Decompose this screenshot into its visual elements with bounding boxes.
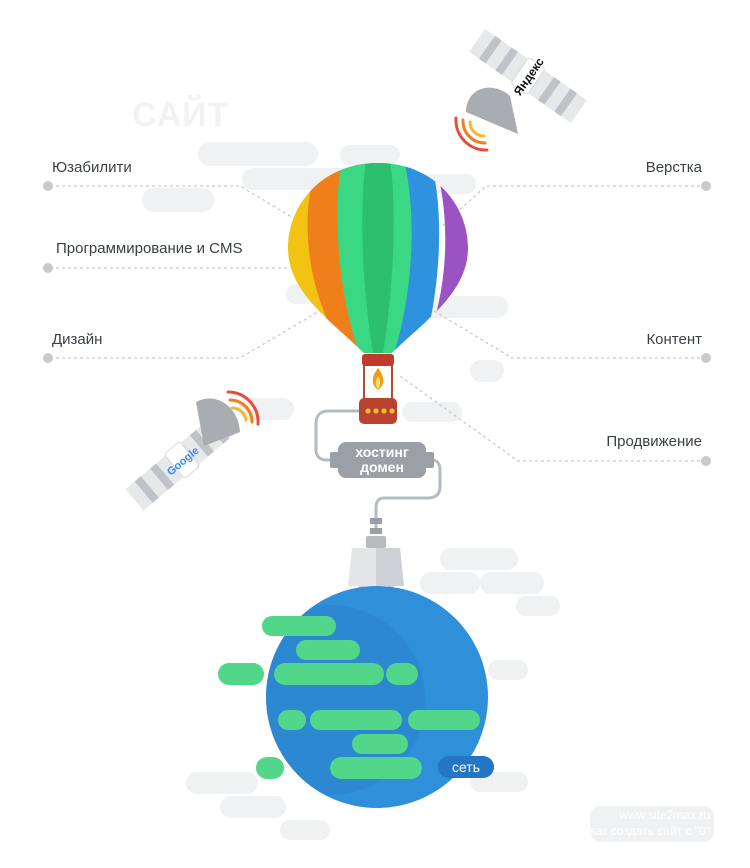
footer-url: www.site2max.ru (619, 808, 710, 822)
site-title: САЙТ (132, 96, 230, 134)
label-usability: Юзабилити (52, 159, 132, 176)
network-label: сеть (452, 759, 480, 775)
google-signal-icon (226, 390, 260, 426)
hosting-label-line1: хостинг (355, 444, 409, 460)
yandex-signal-icon (454, 116, 489, 152)
label-content: Контент (646, 331, 702, 348)
connector-dots (43, 181, 711, 466)
label-markup: Верстка (645, 159, 702, 176)
earth-globe (218, 586, 494, 808)
yandex-satellite (469, 28, 587, 124)
background-clouds (142, 142, 714, 842)
hosting-label-line2: домен (360, 459, 404, 475)
power-cable (314, 409, 442, 530)
hot-air-balloon (288, 163, 468, 424)
label-programming: Программирование и CMS (56, 240, 243, 257)
network-badge (438, 756, 494, 778)
label-design: Дизайн (52, 331, 103, 348)
label-promotion: Продвижение (606, 433, 702, 450)
hosting-box (338, 442, 426, 478)
footer-course-note: Бесплатный курс: как создать сайт с "0" (488, 824, 710, 838)
yandex-dish (466, 87, 518, 134)
google-dish (196, 398, 240, 446)
